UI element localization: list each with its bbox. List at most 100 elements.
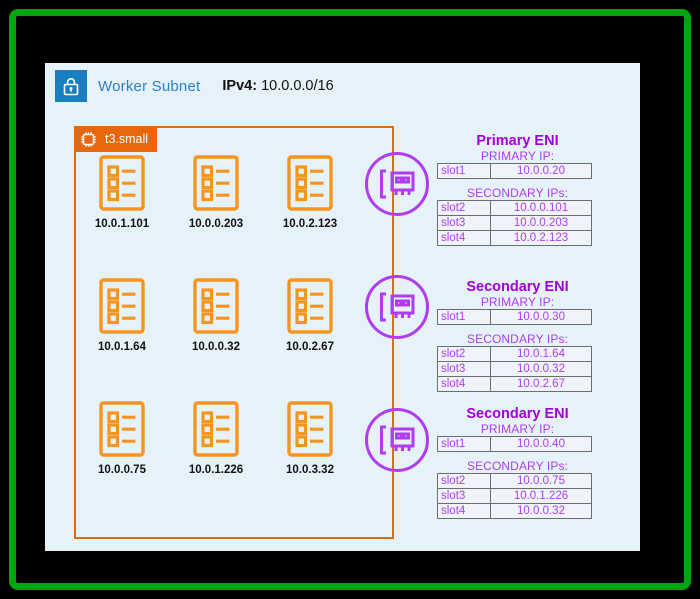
- primary-ip-caption: PRIMARY IP:: [480, 422, 555, 436]
- instance-list-icon: [76, 278, 168, 334]
- network-card-icon: [377, 423, 417, 457]
- ip-slot-label: slot3: [437, 361, 491, 377]
- instance-node-ip: 10.0.2.123: [282, 218, 338, 230]
- table-row: slot4 10.0.2.67: [437, 376, 592, 392]
- instance-list-icon: [264, 278, 356, 334]
- table-row: slot2 10.0.0.75: [437, 473, 592, 489]
- instance-list-icon: [170, 155, 262, 211]
- ip-address-value: 10.0.0.75: [490, 473, 592, 489]
- instance-node[interactable]: 10.0.2.123: [264, 155, 356, 230]
- subnet-header: Worker Subnet IPv4: 10.0.0.0/16: [55, 70, 334, 102]
- ip-address-value: 10.0.2.67: [490, 376, 592, 392]
- table-row: slot4 10.0.0.32: [437, 503, 592, 519]
- instance-node-grid: 10.0.1.101 10.0.0.203 10.0.2.123 10.0.1.…: [74, 155, 394, 524]
- instance-node-ip: 10.0.0.32: [192, 341, 240, 353]
- ip-address-value: 10.0.0.32: [490, 503, 592, 519]
- instance-node[interactable]: 10.0.2.67: [264, 278, 356, 353]
- outer-frame: [9, 9, 691, 590]
- eni-detail-block: Secondary ENI PRIMARY IP: slot1 10.0.0.3…: [428, 279, 648, 392]
- subnet-cidr: IPv4: 10.0.0.0/16: [222, 78, 333, 94]
- network-card-icon: [377, 290, 417, 324]
- primary-ip-table: slot1 10.0.0.20: [437, 163, 592, 179]
- network-card-icon: [377, 167, 417, 201]
- instance-node-row: 10.0.1.64 10.0.0.32 10.0.2.67: [74, 278, 394, 401]
- secondary-ip-table: slot2 10.0.1.64 slot3 10.0.0.32 slot4 10…: [437, 346, 592, 392]
- instance-list-icon: [170, 401, 262, 457]
- instance-list-icon: [170, 278, 262, 334]
- ip-address-value: 10.0.0.30: [490, 309, 592, 325]
- instance-node[interactable]: 10.0.3.32: [264, 401, 356, 476]
- secondary-ip-caption: SECONDARY IPs:: [467, 186, 568, 200]
- instance-node-ip: 10.0.3.32: [286, 464, 334, 476]
- chip-icon: [79, 130, 98, 149]
- ip-slot-label: slot1: [437, 163, 491, 179]
- instance-type-tab: t3.small: [74, 126, 158, 152]
- table-row: slot1 10.0.0.30: [437, 309, 592, 325]
- lock-icon: [55, 70, 87, 102]
- instance-node[interactable]: 10.0.0.75: [76, 401, 168, 476]
- ip-address-value: 10.0.0.203: [490, 215, 592, 231]
- instance-node-ip: 10.0.2.67: [286, 341, 334, 353]
- eni-title: Primary ENI: [476, 133, 559, 149]
- table-row: slot1 10.0.0.40: [437, 436, 592, 452]
- ip-slot-label: slot3: [437, 215, 491, 231]
- instance-list-icon: [264, 401, 356, 457]
- subnet-cidr-value: 10.0.0.0/16: [261, 78, 334, 94]
- primary-ip-table: slot1 10.0.0.30: [437, 309, 592, 325]
- ip-address-value: 10.0.0.20: [490, 163, 592, 179]
- eni-network-card-badge[interactable]: [365, 275, 429, 339]
- table-row: slot2 10.0.0.101: [437, 200, 592, 216]
- instance-node-ip: 10.0.0.75: [98, 464, 146, 476]
- primary-ip-caption: PRIMARY IP:: [480, 295, 555, 309]
- ip-address-value: 10.0.1.64: [490, 346, 592, 362]
- instance-node[interactable]: 10.0.1.101: [76, 155, 168, 230]
- ip-slot-label: slot2: [437, 346, 491, 362]
- instance-node-row: 10.0.0.75 10.0.1.226 10.0.3.32: [74, 401, 394, 524]
- ip-slot-label: slot2: [437, 473, 491, 489]
- instance-node-ip: 10.0.0.203: [188, 218, 244, 230]
- secondary-ip-caption: SECONDARY IPs:: [467, 459, 568, 473]
- ip-slot-label: slot2: [437, 200, 491, 216]
- eni-title: Secondary ENI: [466, 406, 569, 422]
- ip-address-value: 10.0.0.101: [490, 200, 592, 216]
- table-row: slot3 10.0.0.203: [437, 215, 592, 231]
- eni-network-card-badge[interactable]: [365, 408, 429, 472]
- instance-node-ip: 10.0.1.226: [188, 464, 244, 476]
- ip-address-value: 10.0.0.40: [490, 436, 592, 452]
- table-row: slot2 10.0.1.64: [437, 346, 592, 362]
- table-row: slot3 10.0.0.32: [437, 361, 592, 377]
- subnet-cidr-label: IPv4:: [222, 78, 258, 94]
- secondary-ip-table: slot2 10.0.0.101 slot3 10.0.0.203 slot4 …: [437, 200, 592, 246]
- ip-slot-label: slot1: [437, 436, 491, 452]
- instance-node-ip: 10.0.1.101: [94, 218, 150, 230]
- instance-node[interactable]: 10.0.0.32: [170, 278, 262, 353]
- instance-node[interactable]: 10.0.1.226: [170, 401, 262, 476]
- subnet-title: Worker Subnet: [98, 77, 201, 95]
- ip-slot-label: slot4: [437, 230, 491, 246]
- instance-type-label: t3.small: [105, 132, 149, 146]
- ip-address-value: 10.0.0.32: [490, 361, 592, 377]
- secondary-ip-caption: SECONDARY IPs:: [467, 332, 568, 346]
- eni-detail-block: Primary ENI PRIMARY IP: slot1 10.0.0.20 …: [428, 133, 648, 246]
- table-row: slot3 10.0.1.226: [437, 488, 592, 504]
- table-row: slot4 10.0.2.123: [437, 230, 592, 246]
- instance-list-icon: [264, 155, 356, 211]
- instance-list-icon: [76, 401, 168, 457]
- instance-node[interactable]: 10.0.1.64: [76, 278, 168, 353]
- ip-slot-label: slot1: [437, 309, 491, 325]
- ip-address-value: 10.0.2.123: [490, 230, 592, 246]
- instance-node-row: 10.0.1.101 10.0.0.203 10.0.2.123: [74, 155, 394, 278]
- ip-slot-label: slot4: [437, 503, 491, 519]
- ip-slot-label: slot4: [437, 376, 491, 392]
- instance-node-ip: 10.0.1.64: [98, 341, 146, 353]
- primary-ip-table: slot1 10.0.0.40: [437, 436, 592, 452]
- instance-node[interactable]: 10.0.0.203: [170, 155, 262, 230]
- secondary-ip-table: slot2 10.0.0.75 slot3 10.0.1.226 slot4 1…: [437, 473, 592, 519]
- table-row: slot1 10.0.0.20: [437, 163, 592, 179]
- instance-list-icon: [76, 155, 168, 211]
- eni-detail-block: Secondary ENI PRIMARY IP: slot1 10.0.0.4…: [428, 406, 648, 519]
- eni-title: Secondary ENI: [466, 279, 569, 295]
- eni-network-card-badge[interactable]: [365, 152, 429, 216]
- ip-address-value: 10.0.1.226: [490, 488, 592, 504]
